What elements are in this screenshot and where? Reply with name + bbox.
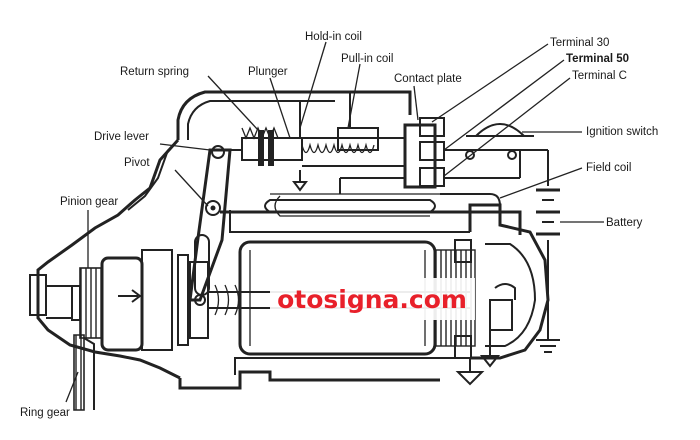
pinion-gear <box>29 256 144 352</box>
label-terminal-50: Terminal 50 <box>566 53 629 65</box>
label-battery: Battery <box>606 217 643 229</box>
label-field-coil: Field coil <box>586 162 631 174</box>
label-hold-in-coil: Hold-in coil <box>305 31 362 43</box>
watermark: otosigna.com <box>270 278 475 320</box>
label-drive-lever: Drive lever <box>94 131 149 143</box>
ground-symbol <box>455 330 560 386</box>
label-terminal-30: Terminal 30 <box>550 37 609 49</box>
starter-housing <box>36 90 550 390</box>
label-terminal-c: Terminal C <box>572 70 627 82</box>
ring-gear <box>73 334 95 411</box>
label-pinion-gear: Pinion gear <box>60 196 118 208</box>
label-ring-gear: Ring gear <box>20 407 70 419</box>
label-return-spring: Return spring <box>120 66 189 78</box>
contact-plate <box>395 117 445 189</box>
labels: Hold-in coil Return spring Plunger Pull-… <box>20 31 658 419</box>
label-plunger: Plunger <box>248 66 288 78</box>
solenoid <box>225 92 395 192</box>
battery-symbol <box>536 188 560 236</box>
watermark-text: otosigna.com <box>277 285 467 314</box>
label-contact-plate: Contact plate <box>394 73 462 85</box>
drive-lever <box>188 145 232 302</box>
label-pull-in-coil: Pull-in coil <box>341 53 393 65</box>
label-ignition-switch: Ignition switch <box>586 126 658 138</box>
leader-lines <box>65 41 604 403</box>
field-coil <box>264 193 501 217</box>
ignition-switch <box>466 123 534 137</box>
label-pivot: Pivot <box>124 157 150 169</box>
circuit-wiring <box>339 149 549 340</box>
